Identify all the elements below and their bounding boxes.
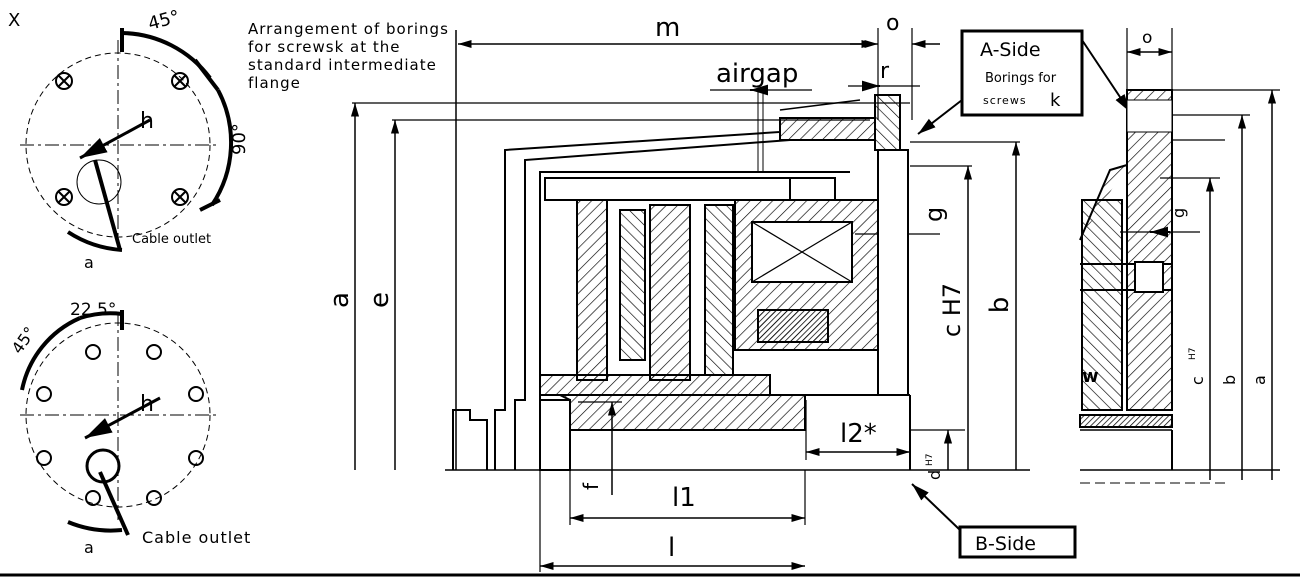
- dim-a-top: a: [84, 253, 94, 272]
- dim-d: d: [925, 470, 944, 480]
- dim-c-h7: c H7: [938, 283, 966, 337]
- angle-45-top: 45°: [146, 6, 182, 35]
- right-detail-view: o g w c H7 b a: [1079, 28, 1280, 484]
- note-line-3: standard intermediate: [248, 56, 437, 74]
- a-side-sub1: Borings for: [985, 71, 1057, 86]
- dim-o-right: o: [1142, 28, 1152, 48]
- bottom-bore-pattern: h 22.5° 45° a Cable outlet: [8, 300, 251, 557]
- a-side-callout: A-Side Borings for screws k: [917, 29, 1131, 135]
- dim-f: f: [579, 482, 603, 490]
- bore-hole: [55, 72, 189, 206]
- b-side-callout: B-Side: [911, 483, 1077, 559]
- view-label: X: [8, 10, 20, 31]
- dim-e: e: [365, 292, 395, 308]
- angle-90-top: 90°: [229, 123, 250, 155]
- section-view: m o airgap r a e b c H7 g: [325, 11, 1030, 572]
- top-bore-pattern: X h 45° 90° a Cable outlet: [8, 6, 250, 272]
- dim-l: l: [668, 533, 675, 563]
- dim-h-top: h: [140, 109, 154, 134]
- bore-hole: [36, 344, 204, 506]
- dim-l2: l2*: [840, 419, 877, 449]
- dim-h-bottom: h: [140, 392, 154, 417]
- dim-c-right-h7: H7: [1188, 348, 1198, 361]
- a-side-title: A-Side: [980, 39, 1041, 61]
- dim-a-right: a: [1250, 375, 1269, 385]
- angle-45-bottom: 45°: [8, 323, 40, 357]
- dim-m: m: [655, 13, 680, 43]
- dim-r: r: [880, 59, 890, 84]
- dim-g-right: g: [1169, 208, 1188, 218]
- note-line-2: for screwsk at the: [248, 38, 401, 56]
- a-side-sub2: screws: [983, 94, 1027, 107]
- dim-w: w: [1082, 366, 1099, 387]
- dim-b-right: b: [1220, 375, 1239, 385]
- dim-c-right: c: [1188, 376, 1207, 385]
- dim-l1: l1: [672, 483, 696, 513]
- dim-a: a: [325, 292, 355, 308]
- b-side-label: B-Side: [975, 533, 1036, 555]
- dim-g: g: [920, 207, 948, 222]
- cable-outlet-label-bottom: Cable outlet: [142, 528, 251, 547]
- a-side-k: k: [1050, 90, 1061, 111]
- note-line-4: flange: [248, 74, 301, 92]
- dim-airgap: airgap: [716, 59, 798, 89]
- dim-b: b: [985, 297, 1015, 314]
- cable-outlet-hole: [76, 159, 122, 205]
- dim-d-h7: H7: [925, 454, 935, 467]
- dim-a-bottom: a: [84, 538, 94, 557]
- dim-o: o: [886, 11, 899, 36]
- arrangement-note: Arrangement of borings for screwsk at th…: [248, 20, 449, 92]
- cable-outlet-label-top: Cable outlet: [132, 232, 211, 247]
- angle-225-bottom: 22.5°: [70, 300, 116, 320]
- note-line-1: Arrangement of borings: [248, 20, 449, 38]
